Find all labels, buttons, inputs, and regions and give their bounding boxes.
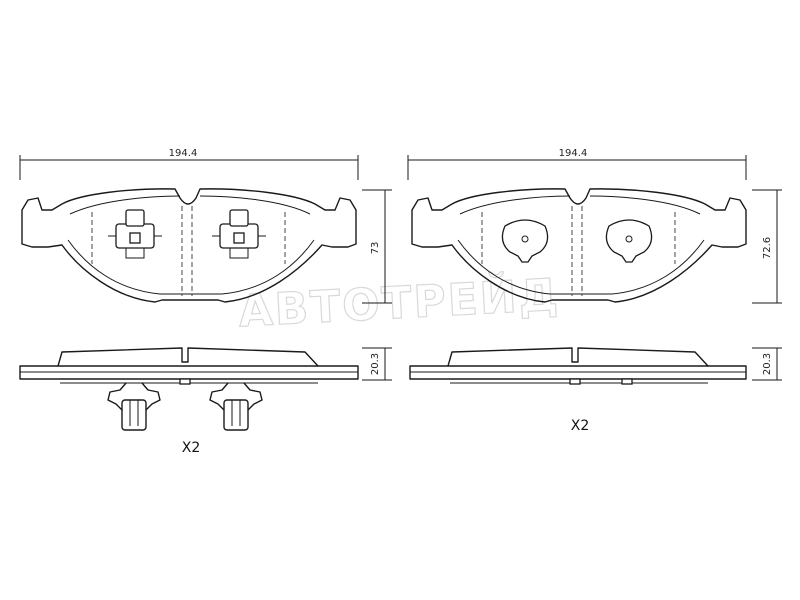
right-width-dimension: 194.4 xyxy=(407,148,747,180)
left-quantity: X2 xyxy=(182,440,201,456)
right-pad-side-view xyxy=(409,347,747,385)
right-shim-1 xyxy=(501,219,549,263)
left-height-dimension: 73 xyxy=(362,189,392,304)
left-sensor-clip-2 xyxy=(212,209,266,259)
left-pad-side-view xyxy=(19,347,359,431)
right-width-dim: 194.4 xyxy=(559,148,588,159)
right-pad-outline xyxy=(411,188,747,303)
pad-right: 194.4 72.6 xyxy=(407,148,782,434)
left-thickness-dimension: 20.3 xyxy=(362,347,392,381)
right-height-dimension: 72.6 xyxy=(752,189,782,304)
right-shim-2 xyxy=(605,219,653,263)
pad-left: 194.4 xyxy=(19,148,392,456)
left-thickness-dim: 20.3 xyxy=(370,353,381,375)
left-pad-outline xyxy=(21,188,357,303)
left-width-dimension: 194.4 xyxy=(19,148,359,180)
right-quantity: X2 xyxy=(571,418,590,434)
left-width-dim: 194.4 xyxy=(169,148,198,159)
left-spring-2 xyxy=(209,382,263,431)
right-height-dim: 72.6 xyxy=(762,237,773,259)
left-height-dim: 73 xyxy=(370,242,381,255)
left-spring-1 xyxy=(107,382,161,431)
left-sensor-clip-1 xyxy=(108,209,162,259)
right-thickness-dimension: 20.3 xyxy=(752,347,782,381)
right-thickness-dim: 20.3 xyxy=(762,353,773,375)
